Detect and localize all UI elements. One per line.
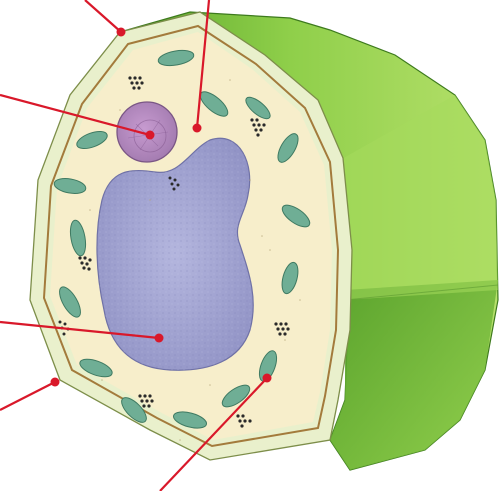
pointer-cell-membrane <box>0 378 60 411</box>
pointer-cell-wall <box>85 0 126 37</box>
